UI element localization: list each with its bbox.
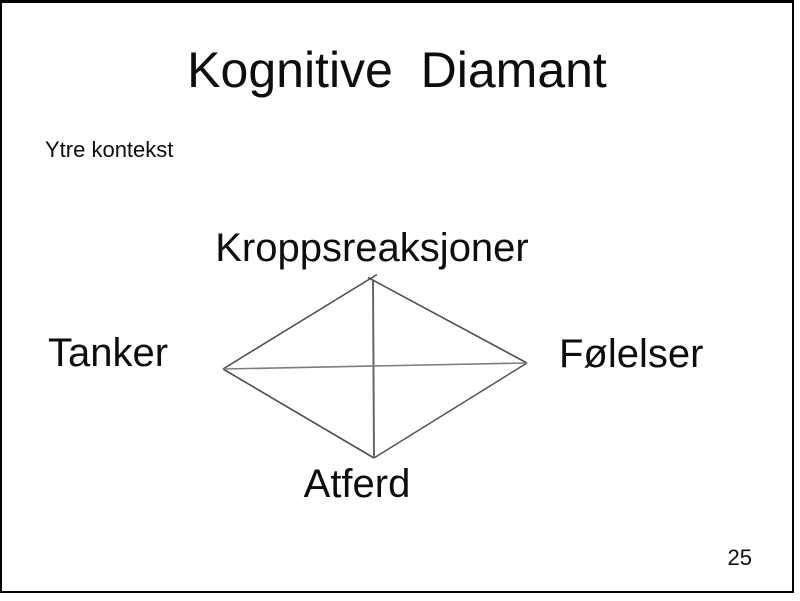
slide-page-number: 25 bbox=[727, 545, 752, 570]
diamond-node-tanker: Tanker bbox=[48, 331, 169, 375]
outer-context-label: Ytre kontekst bbox=[45, 137, 174, 162]
diamond-node-kroppsreaksjoner: Kroppsreaksjoner bbox=[215, 226, 529, 270]
diamond-node-folelser: Følelser bbox=[559, 332, 704, 376]
slide-title: Kognitive Diamant bbox=[187, 42, 607, 98]
diamond-node-atferd: Atferd bbox=[303, 462, 411, 506]
